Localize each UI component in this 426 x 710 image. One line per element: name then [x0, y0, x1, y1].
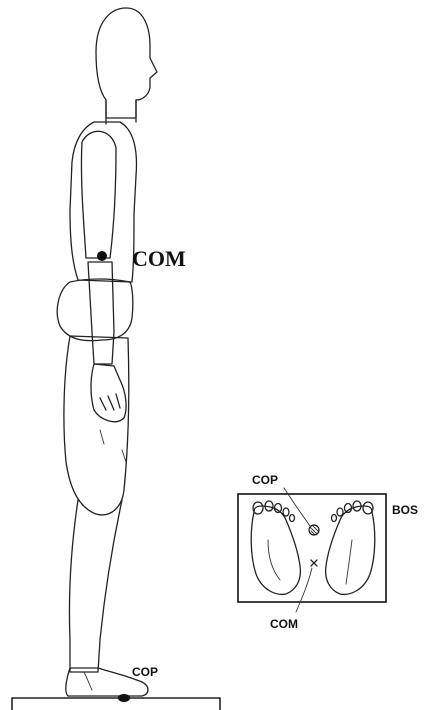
cop-marker	[118, 694, 130, 702]
head	[96, 8, 157, 118]
hand	[91, 364, 126, 422]
upper-arm	[81, 131, 116, 258]
ankle-detail	[84, 672, 92, 690]
com-marker	[97, 251, 107, 261]
bos-label: BOS	[392, 503, 418, 517]
shin	[69, 500, 122, 672]
floor-platform	[12, 698, 220, 710]
bos-inset	[238, 488, 386, 612]
standing-figure	[57, 8, 157, 696]
knee-detail	[100, 430, 126, 462]
cop-inset-label: COP	[252, 473, 278, 487]
forearm	[88, 262, 114, 364]
com-label: COM	[132, 246, 186, 271]
thigh	[64, 336, 129, 515]
cop-floor-label: COP	[132, 665, 158, 679]
pelvis	[57, 279, 133, 341]
com-inset-label: COM	[270, 617, 298, 631]
neck	[106, 100, 136, 124]
